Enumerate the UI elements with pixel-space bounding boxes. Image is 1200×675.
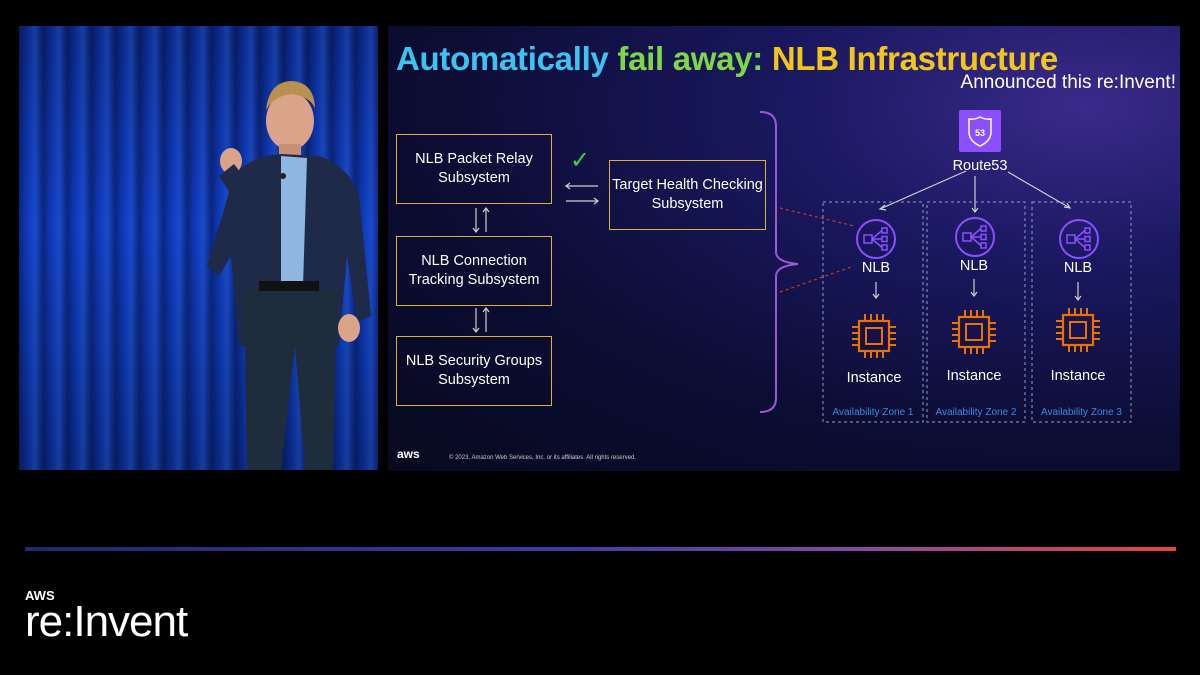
speaker-figure (207, 81, 371, 470)
availability-zone-1-label: Availability Zone 1 (832, 407, 914, 418)
nlb-security-groups-box: NLB Security Groups Subsystem (396, 336, 552, 406)
aws-slide-logo: aws (397, 447, 420, 461)
slide-title: Automatically fail away: NLB Infrastruct… (396, 40, 1058, 78)
reinvent-brand-text: re:Invent (25, 597, 188, 646)
presentation-slide: Automatically fail away: NLB Infrastruct… (388, 26, 1180, 471)
ec2-instance-icon (1054, 306, 1102, 359)
nlb-label-zone-2: NLB (959, 258, 989, 274)
announcement-text: Announced this re:Invent! (960, 72, 1176, 93)
instance-label-zone-1: Instance (846, 370, 902, 386)
brand-gradient-divider (25, 547, 1176, 551)
nlb-icon (855, 218, 897, 265)
availability-zone-3-label: Availability Zone 3 (1041, 407, 1122, 418)
title-part-fail-away: fail away: (617, 40, 763, 77)
nlb-label-zone-3: NLB (1063, 260, 1093, 276)
availability-zone-2-label: Availability Zone 2 (935, 407, 1017, 418)
aws-brand-text: AWS (25, 588, 55, 603)
nlb-label-zone-1: NLB (861, 260, 891, 276)
route53-label: Route53 (952, 158, 1008, 174)
nlb-packet-relay-box: NLB Packet Relay Subsystem (396, 134, 552, 204)
route53-icon-text: 53 (975, 128, 985, 138)
instance-label-zone-3: Instance (1050, 368, 1106, 384)
copyright-text: © 2023, Amazon Web Services, Inc. or its… (449, 455, 636, 461)
title-part-automatically: Automatically (396, 40, 609, 77)
diagram-connectors (472, 111, 1132, 423)
instance-label-zone-2: Instance (946, 368, 1002, 384)
ec2-instance-icon (850, 312, 898, 365)
route53-icon: 53 (959, 110, 1001, 152)
target-health-checking-box: Target Health Checking Subsystem (609, 160, 766, 230)
nlb-icon (954, 216, 996, 263)
check-mark-icon: ✓ (570, 147, 591, 174)
title-part-nlb-infrastructure: NLB Infrastructure (771, 40, 1058, 77)
nlb-icon (1058, 218, 1100, 265)
ec2-instance-icon (950, 308, 998, 361)
reinvent-logo: AWS re:Invent (25, 588, 188, 646)
speaker-video-panel (19, 26, 378, 470)
nlb-connection-tracking-box: NLB Connection Tracking Subsystem (396, 236, 552, 306)
